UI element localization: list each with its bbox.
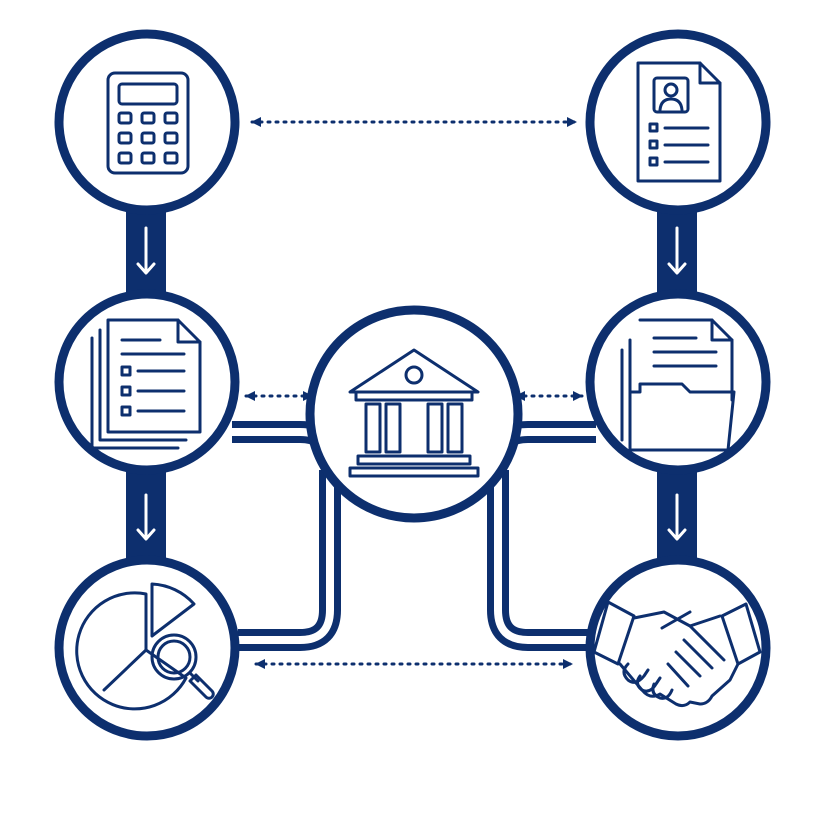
down-arrow-icon (136, 226, 156, 275)
down-arrow-icon (667, 226, 687, 275)
calculator-icon (106, 71, 190, 175)
documents-folder-icon (620, 318, 736, 452)
pie-chart-magnifier-icon (75, 582, 215, 711)
bank-icon (348, 348, 480, 478)
handshake-icon (592, 600, 762, 708)
node-documents-folder (585, 289, 771, 475)
node-profile-document (585, 29, 771, 215)
node-documents-checklist (54, 289, 240, 475)
down-arrow-icon (667, 493, 687, 541)
down-arrow-icon (136, 493, 156, 541)
pipe-bank-to-handshake (487, 470, 590, 651)
dotted-connectors (244, 117, 584, 669)
profile-document-icon (636, 61, 722, 183)
flow-down-arrows (136, 226, 687, 541)
documents-checklist-icon (90, 318, 202, 450)
node-bank (305, 305, 523, 523)
pipe-bank-to-analytics (238, 470, 341, 651)
node-handshake (585, 555, 771, 741)
node-circles (54, 29, 771, 741)
